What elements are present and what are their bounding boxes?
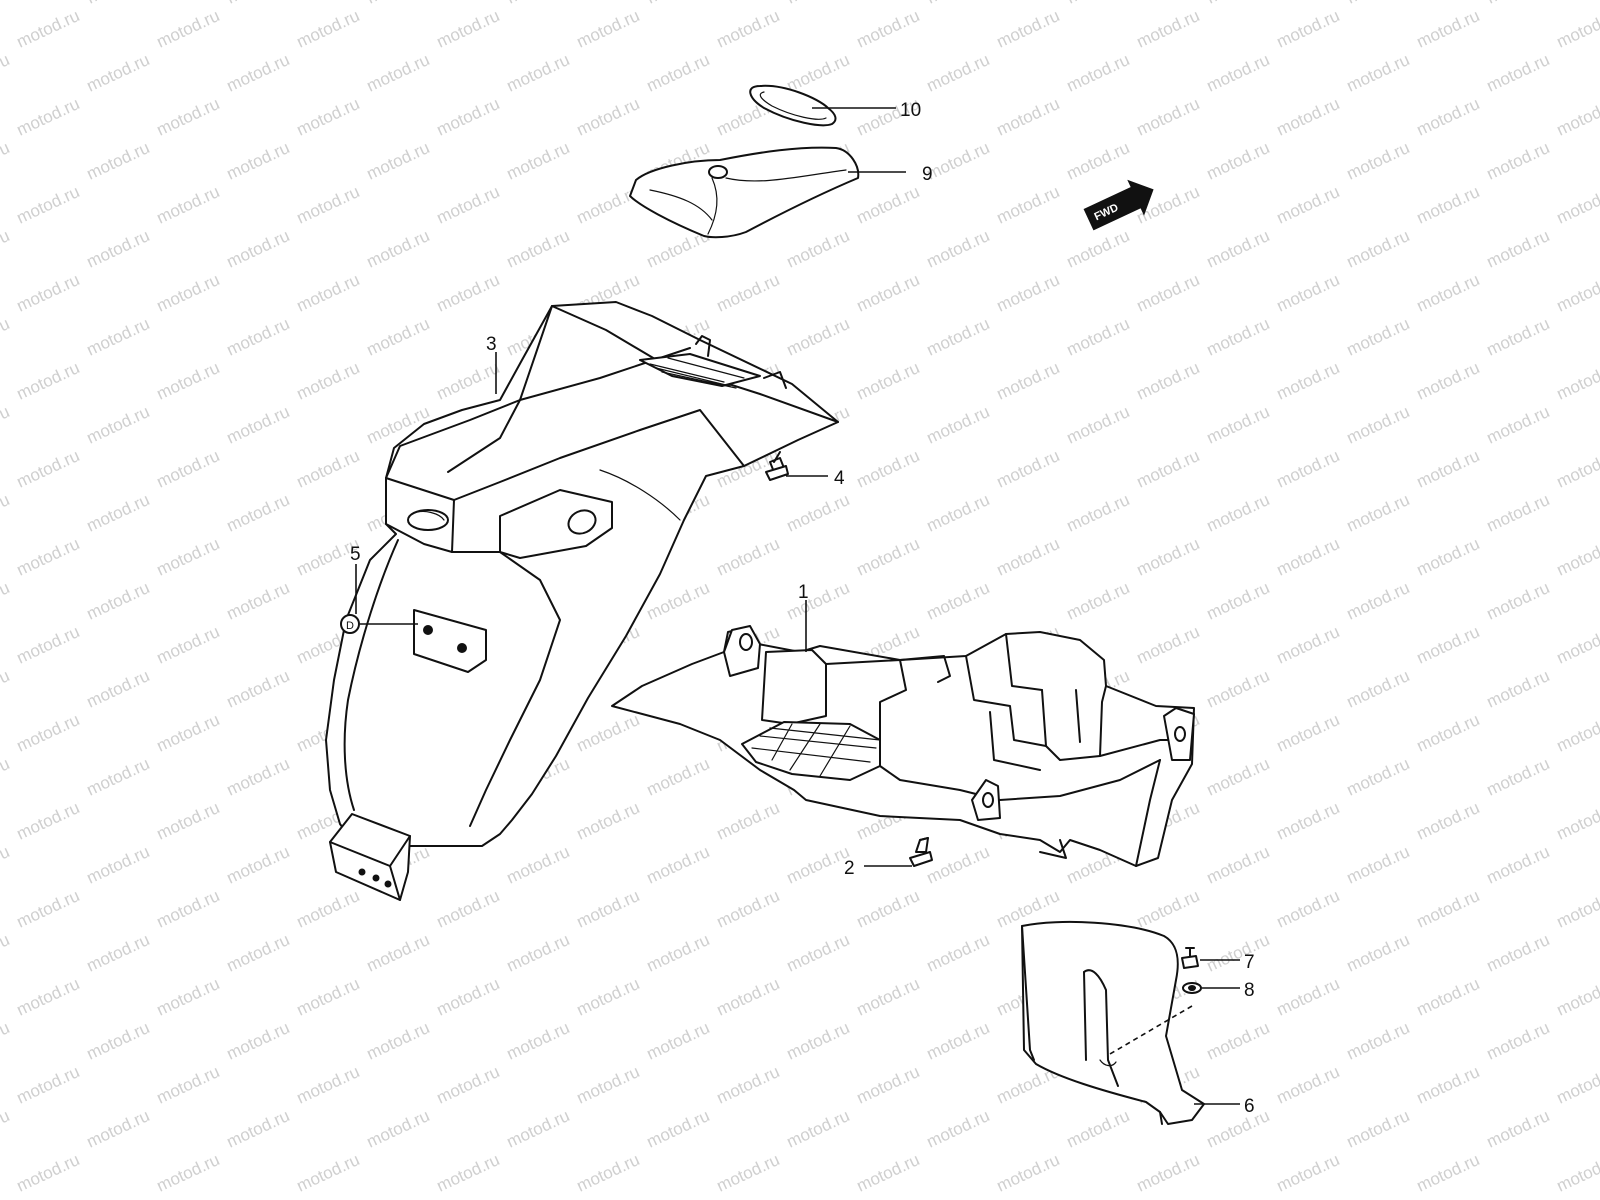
callout-labels: 10 9 3 4 5 1 2 7 8 6 [350, 100, 1255, 1117]
callout-7: 7 [1244, 952, 1255, 973]
part-bolt-4 [765, 451, 789, 481]
callout-5: 5 [350, 544, 361, 565]
callout-6: 6 [1244, 1096, 1255, 1117]
part-washer-8 [1182, 982, 1202, 994]
leader-8-dashed [1109, 1005, 1193, 1055]
part-rear-fender-3 [325, 301, 839, 901]
forward-arrow-icon [1083, 179, 1154, 231]
callout-9: 9 [922, 164, 933, 185]
part-chain-guard-6 [1021, 920, 1205, 1125]
part-bolt-2 [909, 837, 933, 867]
callout-1: 1 [798, 582, 809, 603]
part-cover-9 [629, 146, 860, 239]
callout-2: 2 [844, 858, 855, 879]
callout-8: 8 [1244, 980, 1255, 1001]
part-grommet-5: D [340, 614, 360, 634]
part-band-10 [749, 84, 837, 127]
callout-4: 4 [834, 468, 845, 489]
svg-text:D: D [346, 620, 354, 632]
part-bolt-7 [1181, 947, 1199, 969]
callout-3: 3 [486, 334, 497, 355]
fwd-indicator: FWD [1083, 179, 1154, 231]
callout-10: 10 [900, 100, 921, 121]
leader-lines [355, 107, 1240, 1105]
part-inner-fender-1 [611, 625, 1195, 867]
